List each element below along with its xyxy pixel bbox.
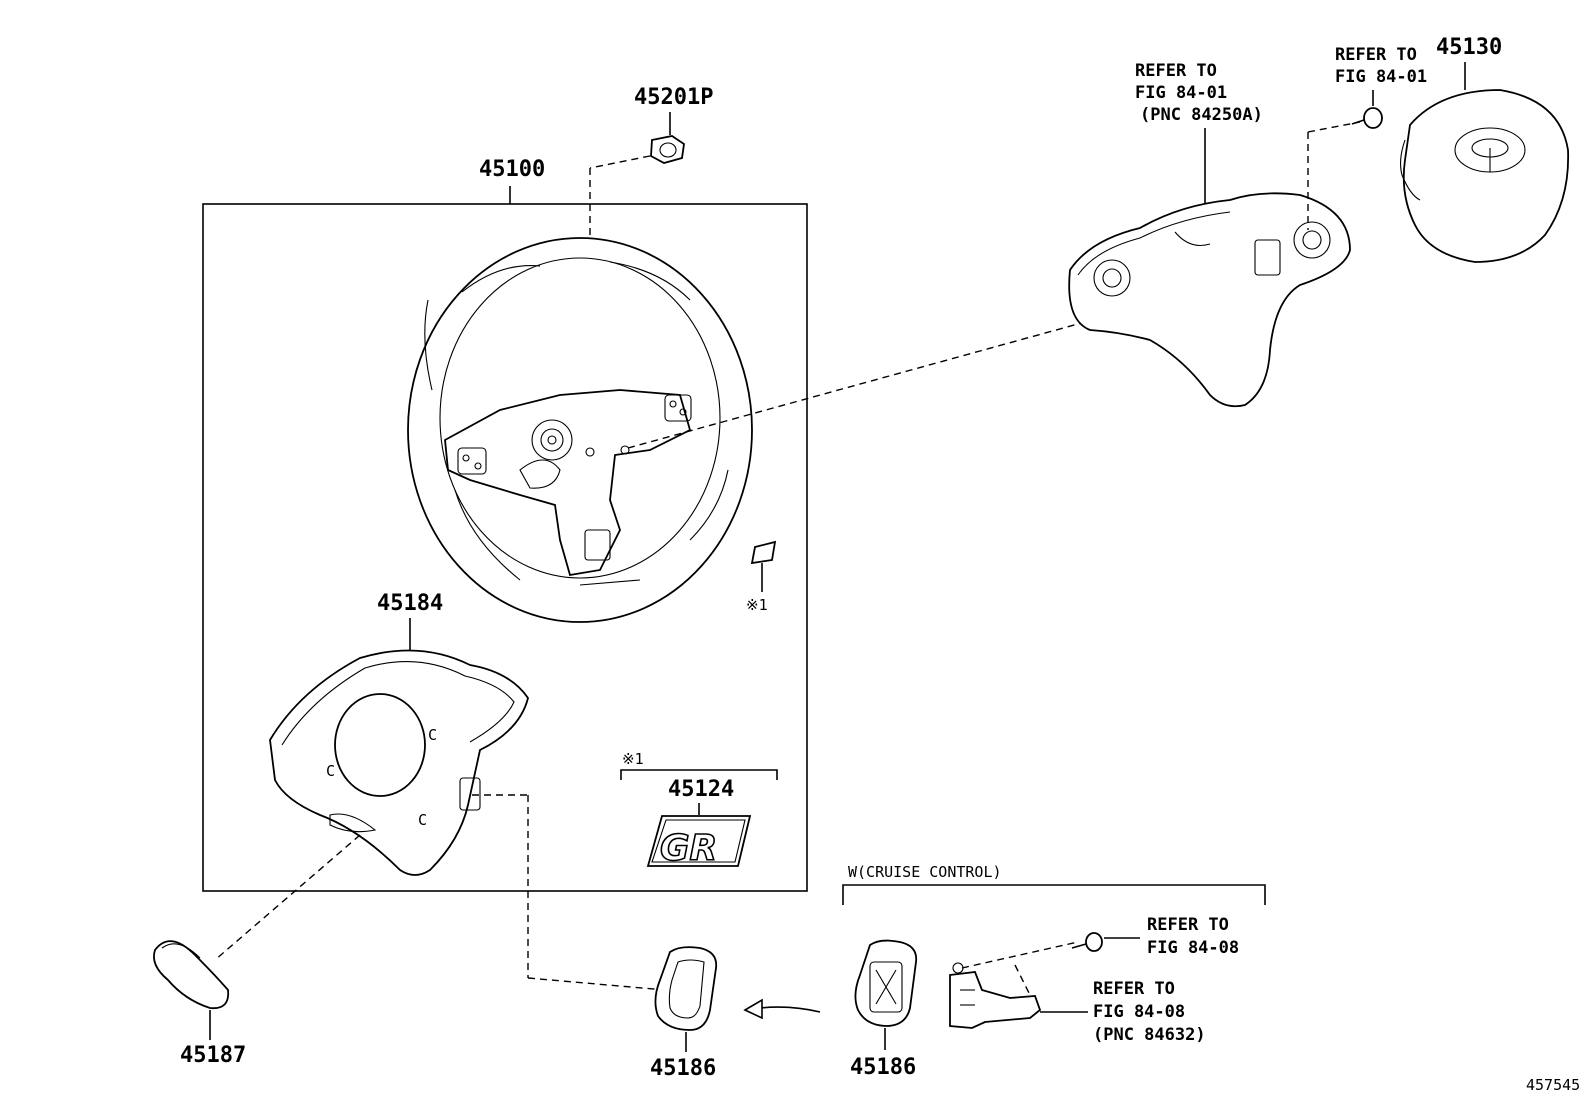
assembly-frame-45100 bbox=[202, 203, 808, 892]
part-number-45130[interactable]: 45130 bbox=[1436, 35, 1502, 60]
part-number-45124[interactable]: 45124 bbox=[668, 777, 734, 802]
gr-badge-text: GR bbox=[660, 828, 717, 869]
gr-emblem-45124: GR bbox=[646, 815, 752, 870]
bezel-45186-right bbox=[854, 939, 918, 1027]
replace-arrow bbox=[759, 1006, 821, 1013]
part-number-45187[interactable]: 45187 bbox=[180, 1043, 246, 1068]
bezel-45186-left bbox=[654, 946, 718, 1031]
ref-top-mid-line3: (PNC 84250A) bbox=[1140, 105, 1263, 125]
ref-bottom-screw-line2: FIG 84-08 bbox=[1147, 938, 1239, 958]
diagram-id: 457545 bbox=[1526, 1076, 1580, 1094]
cruise-switch bbox=[949, 962, 1042, 1029]
ref-bottom-switch-line1: REFER TO bbox=[1093, 979, 1175, 999]
emblem-marker bbox=[750, 540, 777, 565]
screw-bottom bbox=[1071, 932, 1103, 952]
part-number-45186-right[interactable]: 45186 bbox=[850, 1055, 916, 1080]
steering-wheel-45100 bbox=[407, 237, 753, 623]
lower-cover-45187 bbox=[153, 940, 230, 1010]
part-number-45184[interactable]: 45184 bbox=[377, 591, 443, 616]
ref-bottom-screw-line1: REFER TO bbox=[1147, 915, 1229, 935]
cruise-control-label: W(CRUISE CONTROL) bbox=[848, 863, 1002, 881]
ref-bottom-switch-line3: (PNC 84632) bbox=[1093, 1025, 1206, 1045]
part-number-45186-left[interactable]: 45186 bbox=[650, 1056, 716, 1081]
screw-top bbox=[1351, 107, 1383, 129]
svg-text:C: C bbox=[428, 726, 437, 744]
ref-top-mid-line1: REFER TO bbox=[1135, 61, 1217, 81]
part-number-45201P[interactable]: 45201P bbox=[634, 85, 713, 110]
note-mark-1-emblem: ※1 bbox=[622, 750, 644, 768]
part-number-45100[interactable]: 45100 bbox=[479, 157, 545, 182]
svg-text:C: C bbox=[418, 811, 427, 829]
nut-45201P bbox=[650, 135, 685, 164]
note-mark-1-wheel: ※1 bbox=[746, 596, 768, 614]
ref-top-right-line1: REFER TO bbox=[1335, 45, 1417, 65]
spoke-cover-45184: C C C bbox=[269, 649, 529, 876]
airbag-45130 bbox=[1399, 89, 1570, 263]
ref-top-right-line2: FIG 84-01 bbox=[1335, 67, 1427, 87]
svg-text:C: C bbox=[326, 762, 335, 780]
pad-switch-assembly bbox=[1068, 192, 1351, 408]
ref-bottom-switch-line2: FIG 84-08 bbox=[1093, 1002, 1185, 1022]
ref-top-mid-line2: FIG 84-01 bbox=[1135, 83, 1227, 103]
